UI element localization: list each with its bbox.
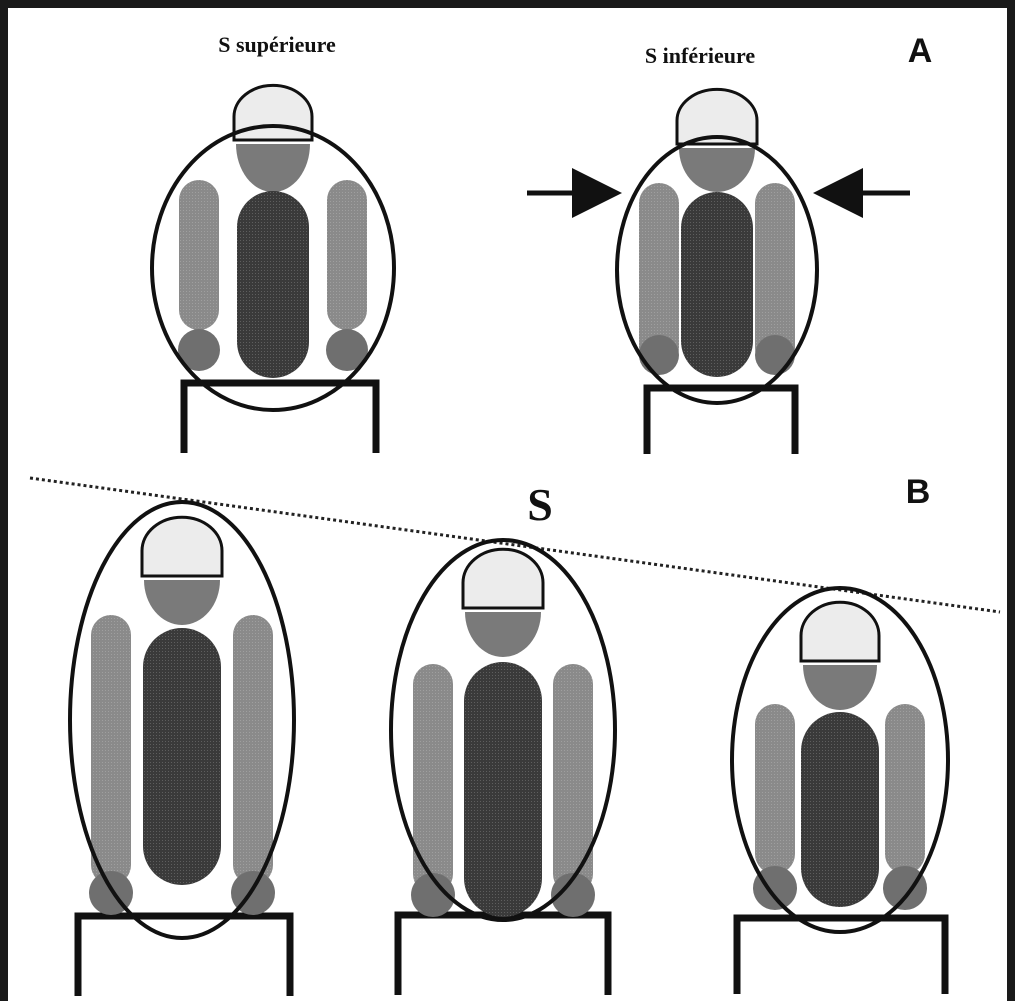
head-top-b-left — [142, 517, 222, 576]
panel-letter-b: B — [906, 473, 931, 511]
right-joint-a-lower — [755, 335, 795, 375]
panel-letter-a: A — [908, 32, 933, 70]
head-top-b-right — [801, 602, 879, 661]
label-s-superieure: S supérieure — [218, 32, 336, 57]
head-top-a-upper — [234, 85, 312, 140]
left-joint-a-lower — [639, 335, 679, 375]
label-s-inferieure: S inférieure — [645, 43, 755, 68]
head-top-b-mid — [463, 549, 543, 608]
label-s-large: S — [527, 479, 553, 530]
